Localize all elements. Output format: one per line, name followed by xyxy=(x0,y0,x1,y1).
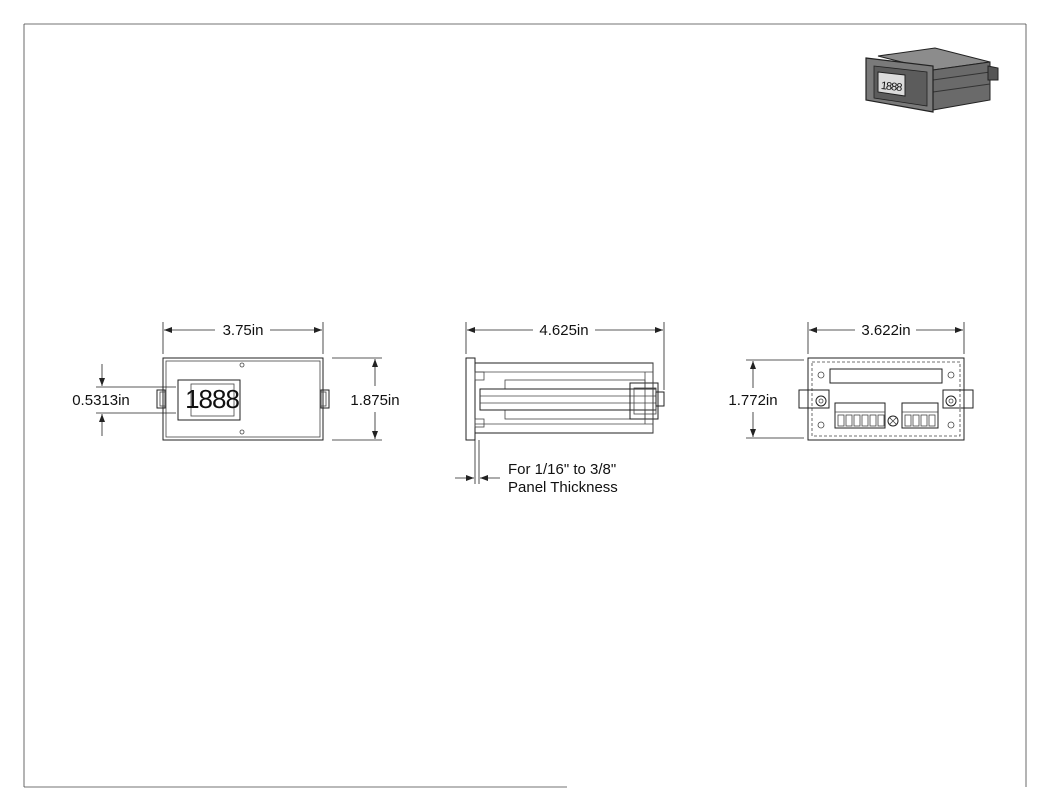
rear-width-dimension xyxy=(807,322,965,354)
front-height-label: 1.875in xyxy=(350,392,399,409)
side-view xyxy=(465,357,665,441)
panel-thickness-note-line1: For 1/16" to 3/8" xyxy=(508,461,616,478)
sheet-border xyxy=(23,23,1027,788)
panel-thickness-note-line2: Panel Thickness xyxy=(508,479,618,496)
front-width-label: 3.75in xyxy=(223,322,264,339)
front-display-digits: 1888 xyxy=(185,384,239,414)
side-depth-dimension xyxy=(465,322,665,390)
panel-thickness-dimension xyxy=(455,440,500,484)
front-view xyxy=(156,357,330,441)
rear-view xyxy=(798,357,974,441)
side-depth-label: 4.625in xyxy=(539,322,588,339)
front-height-dimension xyxy=(332,357,382,441)
iso-display-digits: 1888 xyxy=(880,80,902,94)
rear-width-label: 3.622in xyxy=(861,322,910,339)
front-width-dimension xyxy=(162,322,324,354)
rear-height-label: 1.772in xyxy=(728,392,777,409)
isometric-view xyxy=(865,47,999,113)
display-height-label: 0.5313in xyxy=(72,392,130,409)
rear-height-dimension xyxy=(746,359,804,439)
display-height-dimension xyxy=(96,364,176,436)
